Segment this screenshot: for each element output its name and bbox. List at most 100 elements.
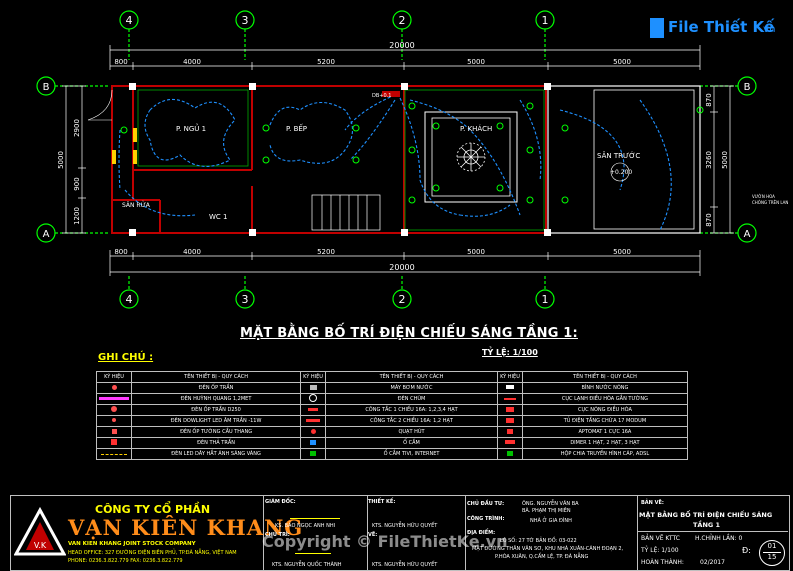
legend-item: MÁY BƠM NƯỚC	[324, 382, 499, 394]
dimension-lines-bottom	[109, 250, 701, 276]
grid-label-bottom-3: 3	[242, 293, 249, 306]
ceiling-light-icon	[111, 384, 117, 390]
dia-diem: LÔ SỐ: 27 TỜ BẢN ĐỒ: 03-022	[500, 538, 577, 544]
downlight-icon	[112, 418, 116, 422]
dim-top-1: 800	[114, 58, 127, 66]
legend-item: TỦ ĐIỆN TẦNG CHỨA 17 MODUM	[521, 415, 689, 427]
legend-item: APTOMAT 1 CỰC 16A	[521, 426, 689, 438]
dia-chi-2: P.HÒA XUÂN, Q.CẨM LỆ, TP. ĐÀ NẴNG	[495, 554, 589, 560]
owner-cell	[465, 496, 638, 570]
chandelier-legend-icon	[309, 394, 318, 402]
room-label-bep: P. BẾP	[286, 123, 307, 133]
legend-item: ĐÈN THẢ TRẦN	[130, 437, 302, 449]
cong-trinh: NHÀ Ở GIA ĐÌNH	[530, 518, 572, 524]
grid-label-top-1: 1	[542, 14, 549, 27]
ac-indoor-icon	[503, 398, 516, 400]
exhaust-fan-icon	[310, 428, 316, 434]
dia-diem-label: ĐỊA ĐIỂM:	[467, 530, 496, 536]
dim-top-5: 5000	[613, 58, 631, 66]
dim-right-total: 5000	[721, 151, 729, 169]
chu-tri-label: CHỦ TRÌ:	[265, 532, 290, 538]
grid-bubbles-side	[36, 76, 757, 243]
head-office: HEAD OFFICE: 327 ĐƯỜNG ĐIỆN BIÊN PHỦ, TP…	[68, 550, 237, 556]
dim-right-2: 3260	[705, 151, 713, 169]
legend-item: CỤC NÓNG ĐIỀU HÒA	[521, 404, 689, 416]
panel-board-icon	[505, 417, 514, 423]
watermark-logo-domain: .vn	[760, 24, 776, 35]
dimension-lines-left	[62, 85, 86, 234]
cong-trinh-label: CÔNG TRÌNH:	[467, 516, 505, 522]
dimension-lines-right	[710, 85, 734, 234]
dim-bottom-3: 5200	[317, 248, 335, 256]
dim-bottom-2: 4000	[183, 248, 201, 256]
ban-ve-title-2: TẦNG 1	[693, 521, 721, 529]
legend-item: CỤC LẠNH ĐIỀU HÒA GẮN TƯỜNG	[521, 393, 689, 405]
legend-item: ĐÈN ỐP TRẦN D250	[130, 404, 302, 416]
legend-item: CÔNG TẮC 2 CHIỀU 16A: 1,2 HẠT	[324, 415, 499, 427]
chu-tri-name: KTS. NGUYỄN QUỐC THÀNH	[272, 562, 342, 568]
thiet-ke-name: KTS. NGUYỄN HỮU QUYẾT	[372, 523, 438, 529]
dimension-lines-top	[109, 45, 701, 70]
grid-label-bottom-2: 2	[399, 293, 406, 306]
chu-dau-tu-1: ÔNG. NGUYỄN VĂN BA	[522, 501, 579, 507]
lighting-circuits	[118, 94, 672, 231]
grid-label-top-2: 2	[399, 14, 406, 27]
grid-label-right-b: B	[744, 82, 751, 93]
legend-header: TÊN THIẾT BỊ - QUY CÁCH	[130, 371, 302, 383]
chandelier-icon	[456, 142, 486, 172]
tv-socket-icon	[310, 450, 317, 456]
grid-label-right-a: A	[744, 229, 751, 240]
sheet-total: 15	[767, 553, 777, 561]
table-row: ĐÈN ỐP TRẦN MÁY BƠM NƯỚC BÌNH NƯỚC NÓNG	[96, 382, 689, 394]
logo-mark-text: V.K	[34, 541, 47, 550]
room-label-san-truoc: SÂN TRƯỚC	[597, 151, 640, 160]
dim-right-3: 870	[705, 213, 713, 226]
giam-doc-name: KS. BẢO NGỌC ANH NHI	[275, 523, 336, 529]
legend-item: BÌNH NƯỚC NÓNG	[521, 382, 689, 394]
right-note-2: CHÓNG TRÊN LAN	[752, 200, 788, 205]
legend-item: CÔNG TẮC 1 CHIỀU 16A: 1,2,3,4 HẠT	[324, 404, 499, 416]
level-mark-symbol	[610, 162, 630, 182]
sheet-label: Đ:	[742, 546, 751, 555]
company-phone: PHONE: 0236.3.822.779 FAX: 0236.3.822.77…	[68, 558, 183, 564]
dim-bottom-4: 5000	[467, 248, 485, 256]
grid-label-bottom-1: 1	[542, 293, 549, 306]
wall-light-icon	[111, 428, 117, 434]
switch-1way-icon	[308, 408, 319, 411]
room-label-khach: P. KHÁCH	[460, 124, 492, 133]
dim-right-1: 870	[705, 93, 713, 106]
watermark-logo-text: File Thiết Kế	[668, 18, 775, 36]
legend-item: HỘP CHIA TRUYỀN HÌNH CÁP, ADSL	[521, 448, 689, 460]
legend-item: ĐÈN DOWLIGHT LED ÂM TRẦN -11W	[130, 415, 302, 427]
right-note-1: VƯỜN HOA	[752, 194, 775, 199]
chu-dau-tu-label: CHỦ ĐẦU TƯ:	[467, 501, 505, 507]
legend-item: Ổ CẮM	[324, 437, 499, 449]
grid-label-left-b: B	[43, 82, 50, 93]
company-cell	[11, 496, 264, 570]
dim-top-total: 20000	[389, 41, 414, 50]
grid-label-left-a: A	[43, 229, 50, 240]
company-logo-mark: V.K	[14, 506, 66, 556]
pump-icon	[309, 384, 317, 390]
grid-label-bottom-4: 4	[126, 293, 133, 306]
ban-ve-title: MẶT BẰNG BỐ TRÍ ĐIỆN CHIẾU SÁNG	[639, 511, 773, 519]
dim-top-2: 4000	[183, 58, 201, 66]
table-row: ĐÈN THẢ TRẦN Ổ CẮM DIMER 1 HẠT, 2 HẠT, 3…	[96, 437, 689, 449]
legend-heading: GHI CHÚ :	[98, 352, 154, 363]
db-label: DB+0.1	[372, 93, 391, 99]
room-label-wc: WC 1	[209, 213, 228, 221]
ban-ve-kttc: BẢN VẼ KTTC	[641, 535, 680, 542]
room-label-san-rua: SÂN RỬA	[122, 201, 151, 209]
company-name-en: VAN KIEN KHANG JOINT STOCK COMPANY	[68, 541, 196, 547]
columns	[129, 83, 551, 236]
watermark-logo: File Thiết Kế .vn	[650, 14, 788, 48]
water-heater-icon	[505, 385, 514, 389]
ac-outdoor-icon	[505, 406, 514, 412]
legend-item: Ổ CẮM TIVI, INTERNET	[324, 448, 499, 460]
divider	[637, 531, 788, 532]
table-row: ĐÈN DOWLIGHT LED ÂM TRẦN -11W CÔNG TẮC 2…	[96, 415, 689, 427]
dim-top-4: 5000	[467, 58, 485, 66]
pendant-light-icon	[111, 439, 117, 445]
director-cell	[263, 496, 368, 570]
legend-item: ĐÈN ỐP TƯỜNG CẦU THANG	[130, 426, 302, 438]
